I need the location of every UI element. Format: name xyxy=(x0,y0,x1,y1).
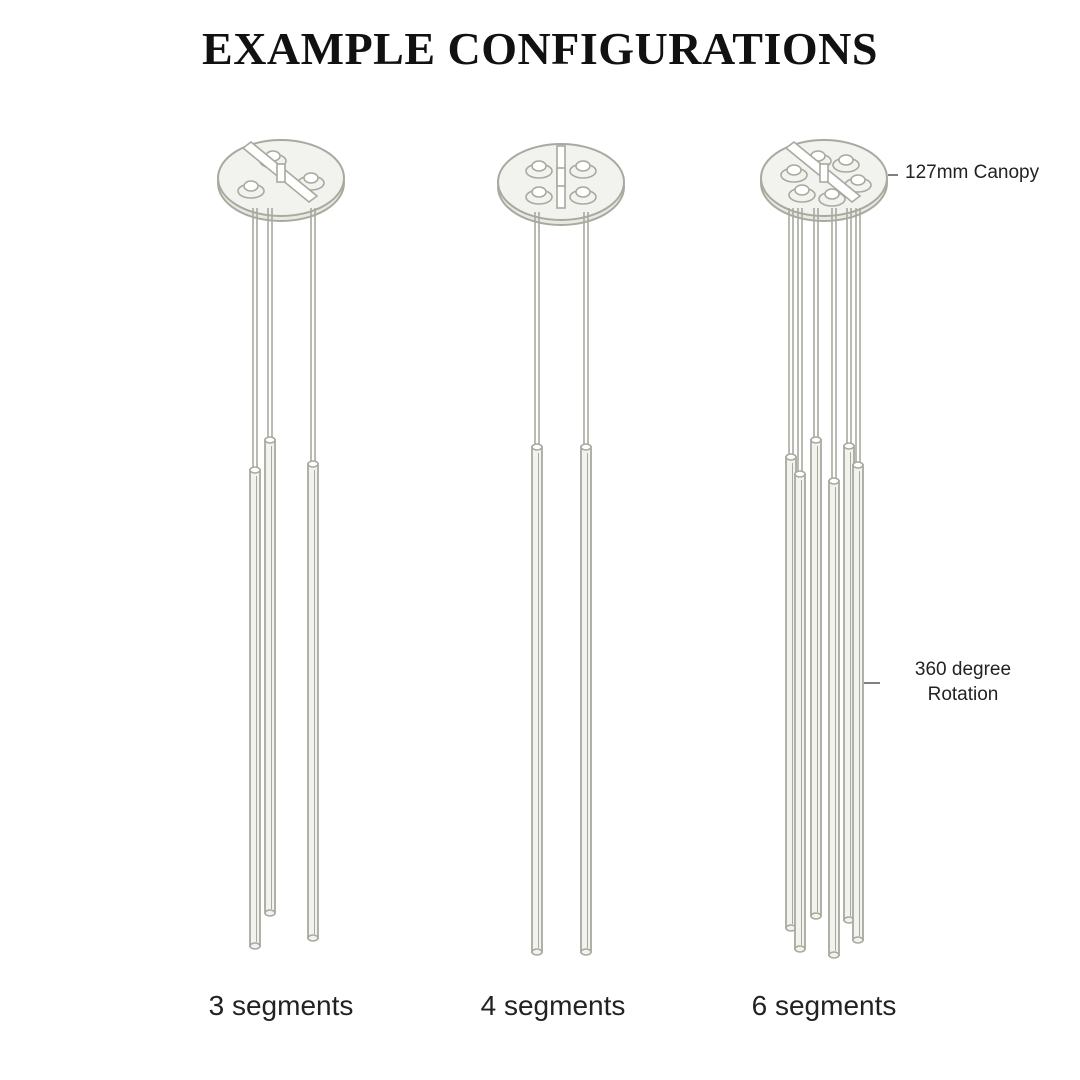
tube-bottom-cap xyxy=(264,909,276,917)
pendant-tube xyxy=(580,446,592,953)
tube-top-cap xyxy=(785,453,797,461)
caption-6-segments: 6 segments xyxy=(751,990,897,1021)
tube-bottom-cap xyxy=(828,951,840,959)
fixture-4-segments xyxy=(497,143,625,956)
tube-bottom-cap xyxy=(249,942,261,950)
pendant-tube xyxy=(249,469,261,947)
tube-top-cap xyxy=(264,436,276,444)
canopy-stud xyxy=(276,163,286,183)
canopy-port-nut xyxy=(531,160,547,172)
tube-top-cap xyxy=(249,466,261,474)
canopy-annotation: 127mm Canopy xyxy=(905,162,1040,183)
fixture-3-segments xyxy=(217,139,345,950)
tube-top-cap xyxy=(580,443,592,451)
pendant-tube xyxy=(264,439,276,914)
pendant-tube xyxy=(794,473,806,950)
canopy-stud xyxy=(556,167,566,187)
caption-3-segments: 3 segments xyxy=(208,990,354,1021)
pendant-tube xyxy=(810,439,822,917)
tube-top-cap xyxy=(852,461,864,469)
rotation-annotation-line2: Rotation xyxy=(927,684,999,705)
tube-top-cap xyxy=(828,477,840,485)
rotation-annotation-line1: 360 degree xyxy=(914,659,1012,680)
pendant-tube xyxy=(852,464,864,941)
canopy-port-nut xyxy=(531,186,547,198)
pendant-tube xyxy=(828,480,840,956)
tube-bottom-cap xyxy=(852,936,864,944)
tube-top-cap xyxy=(531,443,543,451)
tube-bottom-cap xyxy=(531,948,543,956)
tube-top-cap xyxy=(843,442,855,450)
canopy-port-nut xyxy=(794,184,810,196)
canopy-port-nut xyxy=(838,154,854,166)
fixture-6-segments xyxy=(760,139,888,959)
canopy-port-nut xyxy=(786,164,802,176)
tube-bottom-cap xyxy=(580,948,592,956)
canopy-port-nut xyxy=(575,160,591,172)
page-title: EXAMPLE CONFIGURATIONS xyxy=(202,23,878,74)
tube-top-cap xyxy=(810,436,822,444)
tube-top-cap xyxy=(794,470,806,478)
pendant-tube xyxy=(307,463,319,939)
tube-bottom-cap xyxy=(794,945,806,953)
tube-bottom-cap xyxy=(810,912,822,920)
canopy-port-nut xyxy=(850,174,866,186)
canopy-port-nut xyxy=(303,172,319,184)
canopy-stud xyxy=(819,163,829,183)
canopy-port-nut xyxy=(824,188,840,200)
tube-top-cap xyxy=(307,460,319,468)
tube-bottom-cap xyxy=(307,934,319,942)
caption-4-segments: 4 segments xyxy=(480,990,626,1021)
canopy-port-nut xyxy=(243,180,259,192)
pendant-tube xyxy=(531,446,543,953)
canopy-port-nut xyxy=(575,186,591,198)
